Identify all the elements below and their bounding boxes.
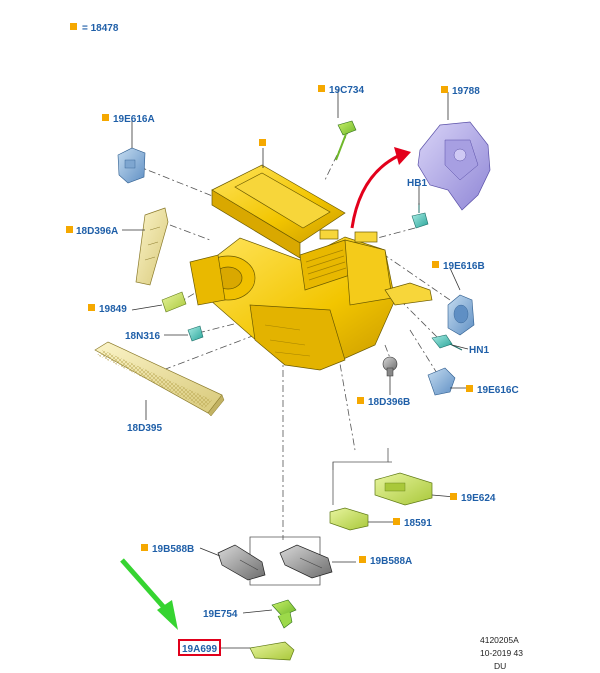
hvac-housing	[189, 164, 433, 371]
legend-marker	[70, 23, 77, 30]
label-18D395: 18D395	[127, 423, 162, 434]
part-19A699	[249, 641, 295, 661]
marker-18D396B	[357, 397, 364, 404]
marker-19E624	[450, 493, 457, 500]
part-19E616B-actuator	[447, 294, 475, 336]
part-HB1-connector	[411, 203, 429, 229]
part-19E754	[271, 599, 297, 629]
highlight-box-19A699	[178, 639, 221, 656]
label-18N316: 18N316	[125, 331, 160, 342]
label-19E616C: 19E616C	[477, 385, 519, 396]
part-19C734-sensor	[335, 120, 357, 161]
label-19E624: 19E624	[461, 493, 496, 504]
reference-region: DU	[494, 661, 506, 671]
reference-code: 4120205A	[480, 635, 519, 645]
label-19E754: 19E754	[203, 609, 238, 620]
leader-lines	[122, 90, 469, 649]
marker-housing	[259, 139, 266, 146]
marker-19B588B	[141, 544, 148, 551]
part-19849-resistor	[161, 291, 187, 313]
marker-18591	[393, 518, 400, 525]
callouts: 19C734 19788 19E616A HB1 18D396A 19E616B…	[66, 85, 519, 656]
part-19E624-module	[374, 472, 433, 506]
part-19B588A-duct	[279, 544, 333, 579]
part-HN1-connector	[431, 334, 463, 351]
part-19788-duct	[417, 121, 491, 211]
marker-19E616B	[432, 261, 439, 268]
marker-18D396A	[66, 226, 73, 233]
part-19B588B-duct	[217, 544, 266, 581]
marker-19B588A	[359, 556, 366, 563]
label-19B588B: 19B588B	[152, 544, 194, 555]
marker-19849	[88, 304, 95, 311]
part-19E616A-actuator	[117, 147, 146, 184]
legend-text: = 18478	[82, 23, 119, 34]
marker-19C734	[318, 85, 325, 92]
marker-19788	[441, 86, 448, 93]
label-19849: 19849	[99, 304, 127, 315]
part-18D395-filter	[94, 341, 225, 417]
red-arrow	[350, 147, 411, 229]
label-18D396A: 18D396A	[76, 226, 118, 237]
part-18D396B-cap	[382, 356, 398, 377]
reference-block: 4120205A 10-2019 43 DU	[480, 635, 523, 671]
part-19E616C-actuator	[427, 367, 456, 396]
label-19788: 19788	[452, 86, 480, 97]
reference-date: 10-2019 43	[480, 648, 523, 658]
green-arrow	[120, 558, 178, 630]
part-18D396A-door	[135, 207, 169, 286]
label-19E616A: 19E616A	[113, 114, 155, 125]
label-18D396B: 18D396B	[368, 397, 410, 408]
label-18591: 18591	[404, 518, 432, 529]
marker-19E616C	[466, 385, 473, 392]
part-18591-module	[329, 507, 369, 531]
marker-19E616A	[102, 114, 109, 121]
bracket-modules	[332, 448, 389, 470]
label-19C734: 19C734	[329, 85, 364, 96]
part-18N316	[187, 325, 204, 342]
label-HB1: HB1	[407, 178, 427, 189]
label-19B588A: 19B588A	[370, 556, 412, 567]
label-19E616B: 19E616B	[443, 261, 485, 272]
label-19A699: 19A699	[182, 644, 217, 655]
label-HN1: HN1	[469, 345, 489, 356]
